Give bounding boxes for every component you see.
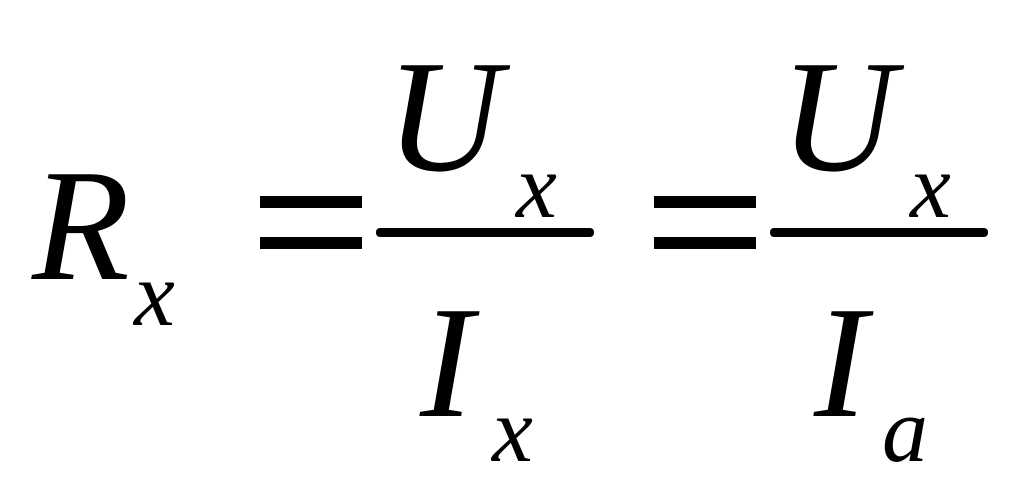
fraction1-bar <box>376 228 594 237</box>
fraction1-numerator-symbol: U <box>386 27 502 205</box>
fraction2-numerator-subscript: x <box>910 135 951 237</box>
equals-sign-2 <box>654 196 756 208</box>
fraction2-denominator-subscript: a <box>882 379 928 481</box>
lhs-subscript: x <box>134 243 175 345</box>
equals-sign-1-lower <box>260 237 362 249</box>
fraction2-bar <box>770 228 988 237</box>
fraction1-denominator-symbol: I <box>420 273 474 451</box>
equals-sign-2-lower <box>654 237 756 249</box>
fraction2-denominator-symbol: I <box>814 273 868 451</box>
equals-sign-1 <box>260 196 362 208</box>
fraction1-numerator-subscript: x <box>516 135 557 237</box>
fraction1-denominator-subscript: x <box>492 379 533 481</box>
fraction2-numerator-symbol: U <box>780 27 896 205</box>
lhs-symbol: R <box>32 136 130 314</box>
